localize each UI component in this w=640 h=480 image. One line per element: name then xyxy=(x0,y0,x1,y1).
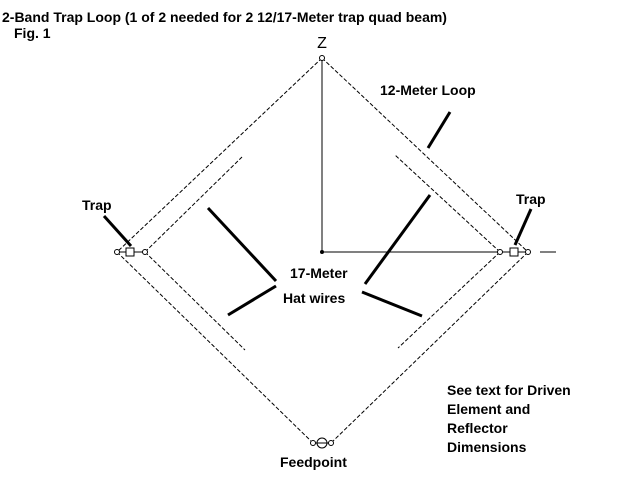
feedpoint-symbol xyxy=(310,437,334,449)
note-line-4: Dimensions xyxy=(447,439,527,455)
hat-wires-17m xyxy=(144,154,501,351)
trap-left-label: Trap xyxy=(82,197,112,213)
figure-label: Fig. 1 xyxy=(14,25,51,41)
trap-left xyxy=(114,247,148,257)
note-line-1: See text for Driven xyxy=(447,382,571,398)
note-line-2: Element and xyxy=(447,401,530,417)
origin-point xyxy=(320,250,324,254)
pointer-lines xyxy=(102,111,533,318)
trap-right-label: Trap xyxy=(516,191,546,207)
feedpoint-label: Feedpoint xyxy=(280,454,347,470)
z-axis-label: Z xyxy=(317,35,327,52)
trap-right xyxy=(497,247,531,257)
axes: Z xyxy=(317,35,556,254)
hat-wires-label-line1: 17-Meter xyxy=(290,265,348,281)
hat-wires-label-line2: Hat wires xyxy=(283,290,345,306)
outer-loop-12m xyxy=(116,55,529,444)
note-line-3: Reflector xyxy=(447,420,508,436)
diagram-title: 2-Band Trap Loop (1 of 2 needed for 2 12… xyxy=(2,9,447,25)
loop-12m-label: 12-Meter Loop xyxy=(380,82,476,98)
